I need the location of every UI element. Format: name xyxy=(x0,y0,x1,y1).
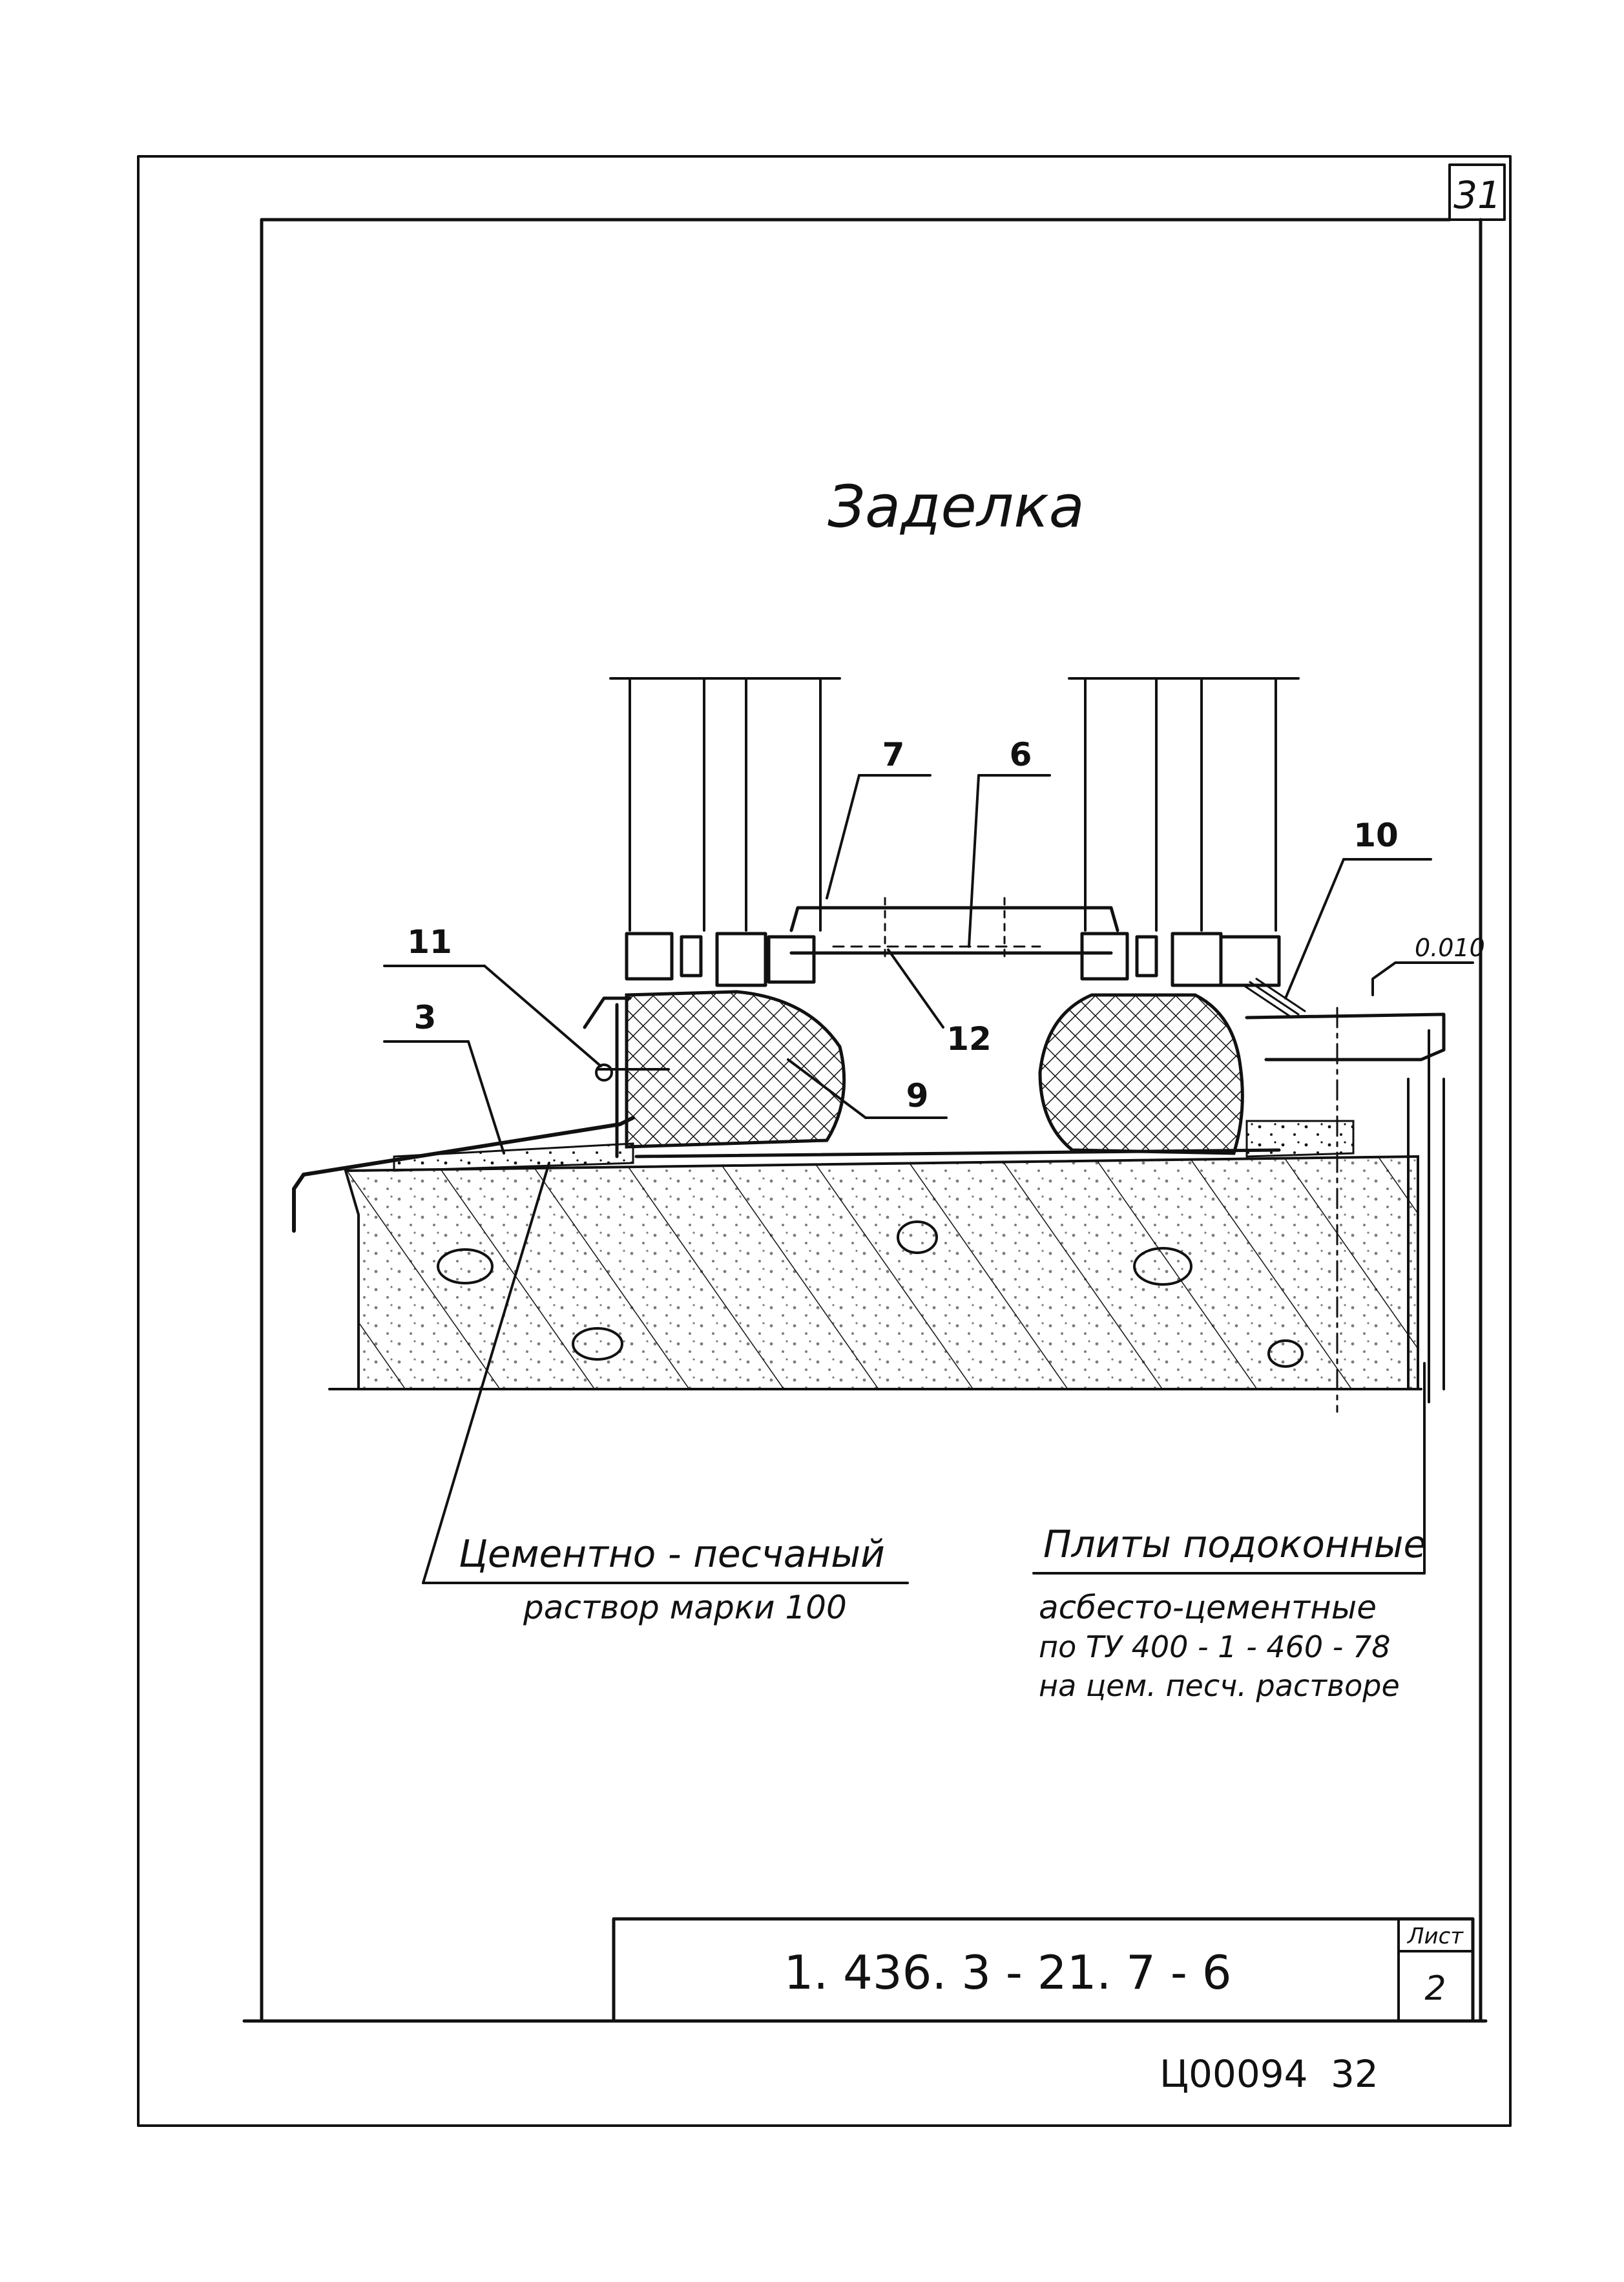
base-line xyxy=(634,1148,1281,1158)
note-mortar-line2: раствор марки 100 xyxy=(523,1589,847,1626)
footer-code: Ц00094 xyxy=(1160,2052,1308,2096)
sheet-label: Лист xyxy=(1406,1923,1464,1949)
window-profiles-right xyxy=(1068,677,1300,987)
ebb-flashing xyxy=(292,1116,635,1233)
note-mortar-line1: Цементно - песчаный xyxy=(459,1532,885,1576)
outer-frame xyxy=(137,155,1512,2127)
callout-label-3: 3 xyxy=(414,999,437,1036)
note-sill-line1: Плиты подоконные xyxy=(1043,1522,1426,1566)
page-number: 31 xyxy=(1453,173,1501,217)
level-marker: 0.010 xyxy=(1371,934,1485,996)
note-sill-line4: на цем. песч. растворе xyxy=(1039,1668,1400,1703)
note-sill-line3: по ТУ 400 - 1 - 460 - 78 xyxy=(1039,1629,1391,1664)
callout-6: 6 xyxy=(968,736,1051,948)
sealing-cord-left xyxy=(625,990,846,1149)
level-mark-label: 0.010 xyxy=(1415,934,1485,962)
callout-label-9: 9 xyxy=(906,1077,929,1115)
concrete-slab xyxy=(328,1155,1422,1390)
mortar-bed xyxy=(393,1120,1355,1172)
mortar-leader xyxy=(422,1162,550,1584)
callout-7: 7 xyxy=(826,736,932,899)
sill-slab xyxy=(1242,978,1446,1413)
window-profiles-left xyxy=(609,677,841,987)
sheet-number: 2 xyxy=(1424,1969,1446,2008)
callout-12: 12 xyxy=(887,948,992,1058)
callout-label-10: 10 xyxy=(1353,817,1399,854)
callout-11: 11 xyxy=(383,923,602,1067)
callout-10: 10 xyxy=(1284,817,1432,1000)
note-sill-line2: асбесто-цементные xyxy=(1039,1589,1377,1626)
sealing-cord-right xyxy=(1038,993,1244,1155)
callout-9: 9 xyxy=(787,1058,948,1119)
callout-label-12: 12 xyxy=(946,1020,992,1058)
drawing-title: Заделка xyxy=(828,473,1085,541)
callout-label-11: 11 xyxy=(407,923,452,961)
footer-number: 32 xyxy=(1331,2052,1379,2096)
callout-3: 3 xyxy=(383,999,505,1155)
callout-label-6: 6 xyxy=(1010,736,1032,773)
callout-label-7: 7 xyxy=(882,736,905,773)
anchor-bracket xyxy=(583,996,670,1158)
title-block: 1. 436. 3 - 21. 7 - 6 Лист 2 xyxy=(612,1917,1475,2023)
page-number-box: 31 xyxy=(1448,163,1506,221)
connector-plate xyxy=(789,897,1119,958)
designation-number: 1. 436. 3 - 21. 7 - 6 xyxy=(784,1945,1231,2000)
